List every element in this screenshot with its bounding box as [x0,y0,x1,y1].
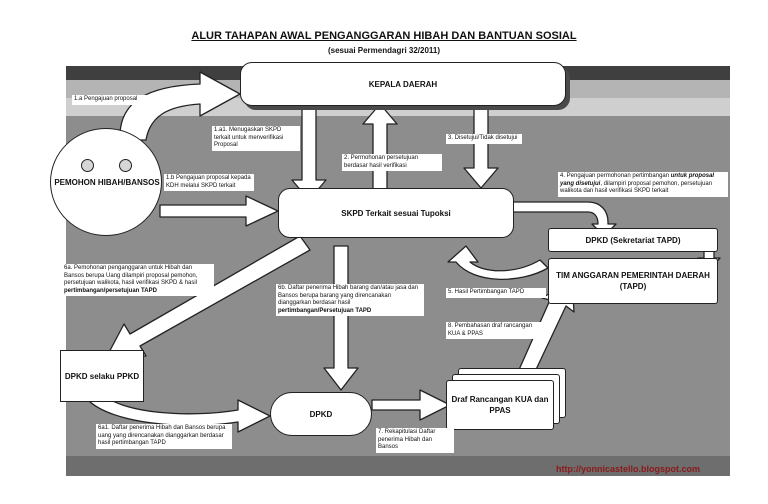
arrow-1a [119,71,241,141]
page-subtitle: (sesuai Permendagri 32/2011) [327,46,441,55]
node-ppkd-label: DPKD selaku PPKD [64,371,140,381]
note-1a: 1.a Pengajuan proposal [72,95,154,105]
node-draf-label: Draf Rancangan KUA dan PPAS [451,395,549,415]
note-1a1: 1.a1. Menugaskan SKPD terkait untuk menv… [212,126,300,151]
right-eye-icon [119,159,132,172]
arrow-5 [447,245,549,280]
note-5: 5. Hasil Pertimbangan TAPD [446,288,546,298]
note-6b: 6b. Daftar penerima Hibah barang dan/ata… [276,284,424,316]
note-4: 4. Pengajuan permohonan pertimbangan unt… [558,172,728,197]
note-3: 3. Disetujui/Tidak disetujui [446,134,522,144]
arrow-1a1 [291,107,327,201]
source-url: http://yonnicastello.blogspot.com [556,464,700,474]
node-dpkd-label: DPKD [309,409,333,419]
arrow-1b [159,195,279,227]
node-pemohon: PEMOHON HIBAH/BANSOS [50,128,162,236]
arrow-3 [463,107,499,189]
node-tapd-label: TIM ANGGARAN PEMERINTAH DAERAH (TAPD) [556,271,710,291]
arrow-2 [362,103,398,191]
arrow-6a1 [87,391,271,433]
node-skpd-label: SKPD Terkait sesuai Tupoksi [341,208,451,218]
note-1b: 1.b Pengajuan proposal kepada KDH melalu… [164,174,254,191]
node-ppkd: DPKD selaku PPKD [60,350,144,402]
node-dpkd: DPKD [270,392,372,436]
note-2: 2. Permohonan persetujuan berdasar hasil… [342,154,442,171]
arrow-6b [323,245,359,391]
node-kepala-daerah-label: KEPALA DAERAH [368,79,438,89]
left-eye-icon [81,159,94,172]
node-draf: Draf Rancangan KUA dan PPAS [446,380,554,430]
node-dpkd-sekretariat: DPKD (Sekretariat TAPD) [548,228,718,252]
note-8: 8. Pembahasan draf rancangan KUA & PPAS [446,322,546,339]
page-title: ALUR TAHAPAN AWAL PENGANGGARAN HIBAH DAN… [191,30,577,42]
arrow-7 [371,389,451,421]
note-7: 7. Rekapitulasi Daftar penerima Hibah da… [376,428,454,453]
node-skpd: SKPD Terkait sesuai Tupoksi [278,188,514,238]
node-pemohon-label: PEMOHON HIBAH/BANSOS [54,178,160,187]
node-dpkd-sekretariat-label: DPKD (Sekretariat TAPD) [585,235,681,245]
node-tapd: TIM ANGGARAN PEMERINTAH DAERAH (TAPD) [548,258,718,304]
note-6a1: 6a1. Daftar penerima Hibah dan Bansos be… [96,424,232,449]
note-6a: 6a. Pemohonan penganggaran untuk Hibah d… [62,264,214,296]
node-kepala-daerah: KEPALA DAERAH [240,62,566,106]
